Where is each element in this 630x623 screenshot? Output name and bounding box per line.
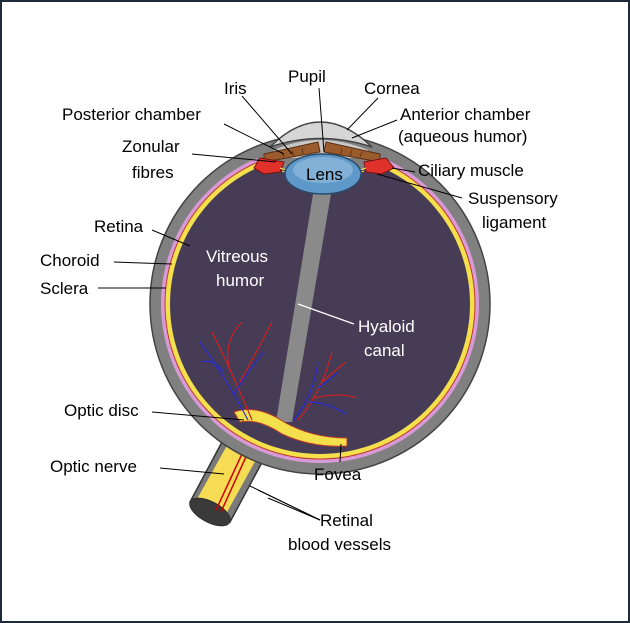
hyaloid-leader [297, 303, 355, 325]
optic-disc [233, 409, 348, 447]
label-optic-disc: Optic disc [64, 401, 139, 420]
label-retina: Retina [94, 217, 144, 236]
vitreous-body [170, 154, 470, 454]
label-fibres: fibres [132, 163, 174, 182]
hyaloid-canal [276, 188, 332, 422]
leader-lines [98, 87, 463, 521]
cornea [269, 121, 373, 148]
label-pupil: Pupil [288, 67, 326, 86]
label-anterior-chamber: Anterior chamber [400, 105, 531, 124]
label-iris: Iris [224, 79, 247, 98]
label-fovea: Fovea [314, 465, 362, 484]
label-cornea: Cornea [364, 79, 420, 98]
ciliary-muscle-left [253, 157, 285, 175]
iris-striations [281, 147, 363, 158]
label-optic-nerve: Optic nerve [50, 457, 137, 476]
label-ligament: ligament [482, 213, 547, 232]
lens-highlight [293, 157, 353, 183]
label-posterior-chamber: Posterior chamber [62, 105, 201, 124]
label-canal: canal [364, 341, 405, 360]
label-hyaloid: Hyaloid [358, 317, 415, 336]
label-ciliary-muscle: Ciliary muscle [418, 161, 524, 180]
label-humor: humor [216, 271, 265, 290]
label-blood-vessels: blood vessels [288, 535, 391, 554]
label-suspensory: Suspensory [468, 189, 558, 208]
ciliary-muscle-right [363, 157, 395, 175]
label-retinal: Retinal [320, 511, 373, 530]
label-sclera: Sclera [40, 279, 89, 298]
label-choroid: Choroid [40, 251, 100, 270]
label-aqueous-humor: (aqueous humor) [398, 127, 527, 146]
label-zonular: Zonular [122, 137, 180, 156]
label-vitreous: Vitreous [206, 247, 268, 266]
retinal-vessels-left [199, 321, 273, 421]
retinal-vessels-right [293, 351, 357, 421]
label-lens: Lens [306, 165, 343, 184]
